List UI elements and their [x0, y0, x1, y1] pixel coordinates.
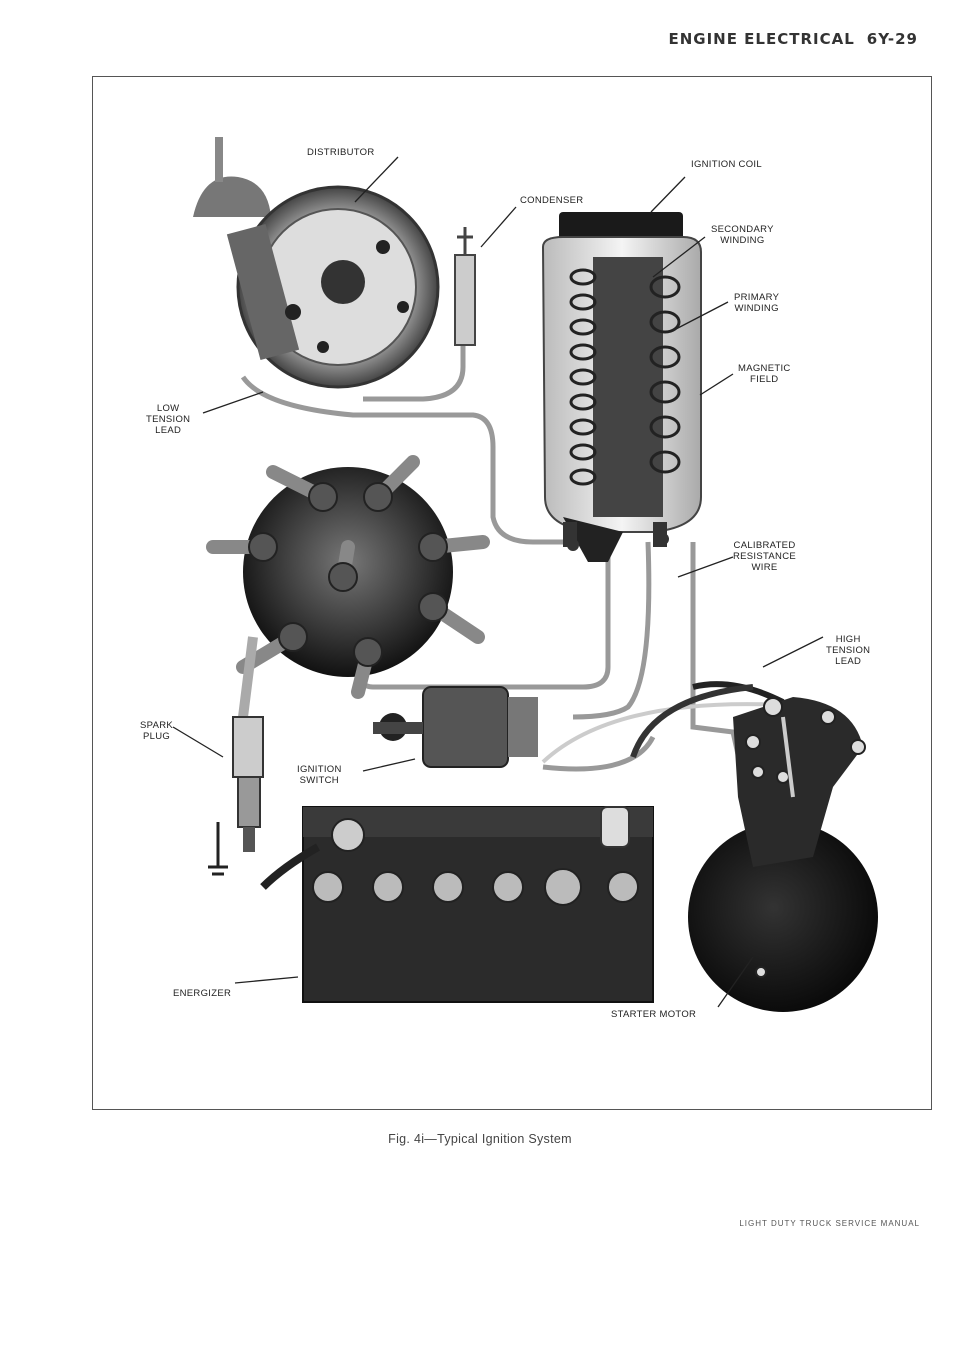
spark-plug — [208, 636, 264, 876]
condenser — [454, 227, 476, 346]
figure-frame: DISTRIBUTOR CONDENSER IGNITION COIL SECO… — [92, 76, 932, 1110]
distributor-assembly — [193, 137, 440, 389]
figure-caption: Fig. 4i—Typical Ignition System — [388, 1132, 572, 1146]
label-primary-winding: PRIMARY WINDING — [734, 292, 780, 314]
ignition-coil — [541, 212, 702, 562]
distributor-cap — [206, 455, 490, 699]
label-spark-plug: SPARK PLUG — [140, 720, 174, 742]
label-starter-motor: STARTER MOTOR — [611, 1009, 697, 1020]
header-title: ENGINE ELECTRICAL — [668, 30, 855, 48]
ignition-switch — [373, 686, 538, 768]
wiring — [240, 257, 746, 778]
label-magnetic-field: MAGNETIC FIELD — [738, 363, 791, 385]
starter-cable — [630, 684, 754, 758]
label-low-tension-lead: LOW TENSION LEAD — [146, 403, 191, 436]
page-header: ENGINE ELECTRICAL 6Y-29 — [668, 30, 918, 48]
leader-lines — [172, 156, 824, 1008]
resistance-wire — [541, 702, 784, 764]
label-secondary-winding: SECONDARY WINDING — [711, 224, 774, 246]
label-energizer: ENERGIZER — [173, 988, 232, 999]
starter-motor — [688, 697, 878, 1012]
label-ignition-coil: IGNITION COIL — [691, 159, 762, 170]
header-section-number: 6Y-29 — [866, 30, 918, 48]
ignition-system-illustration — [172, 137, 878, 1012]
label-distributor: DISTRIBUTOR — [307, 147, 375, 158]
page-footer: LIGHT DUTY TRUCK SERVICE MANUAL — [739, 1219, 920, 1228]
label-ignition-switch: IGNITION SWITCH — [297, 764, 342, 786]
label-calibrated-resistance-wire: CALIBRATED RESISTANCE WIRE — [733, 540, 797, 573]
battery — [260, 806, 654, 1003]
label-high-tension-lead: HIGH TENSION LEAD — [826, 634, 871, 667]
label-condenser: CONDENSER — [520, 195, 584, 206]
